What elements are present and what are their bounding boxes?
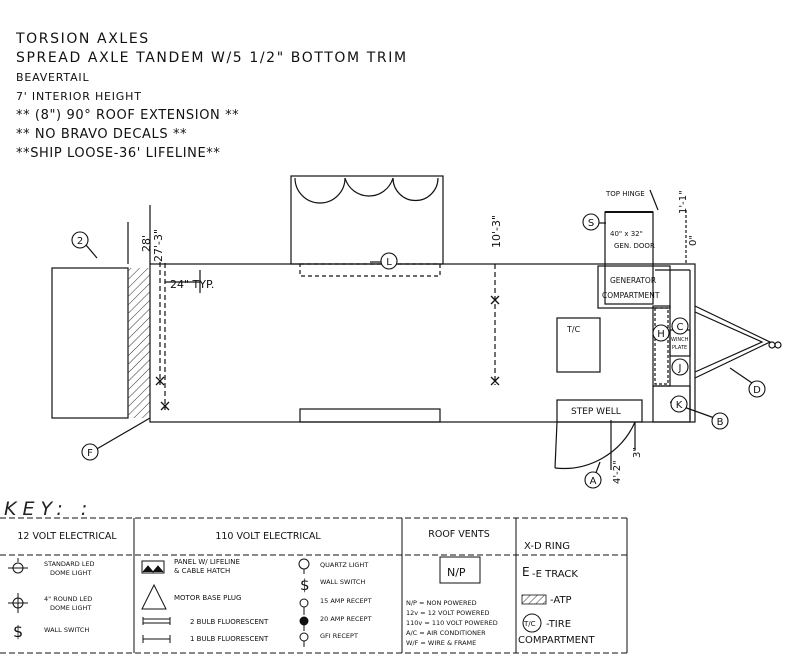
callout-s: S [588,218,594,229]
key-title: KEY: : [4,498,94,520]
one-bulb-fluorescent-icon [142,635,171,643]
callout-circles [71,213,766,489]
note-roof-extension: ** (8") 90° ROOF EXTENSION ** [16,108,240,123]
beavertail-hatch [128,268,150,418]
legend-standard-led-2: DOME LIGHT [50,569,91,577]
note-interior-height: 7' INTERIOR HEIGHT [16,90,142,103]
legend-standard-led: STANDARD LED [44,560,95,568]
roof-def-np: N/P = NON POWERED [406,599,477,607]
dim-4-2: 4'-2" [612,460,623,484]
legend-d-ring: X-D RING [524,541,570,552]
dim-overall-length: 28' [140,235,153,252]
roof-extension-arcs [294,177,439,204]
np-vent-icon [439,556,481,584]
d-ring-markers [155,295,500,411]
wall-switch-110v-icon: $ [300,576,310,594]
legend-tire-compartment: COMPARTMENT [518,635,595,646]
step-well-door-arc [554,421,636,470]
cabinet-k [652,385,691,423]
gen-door-label: GEN. DOOR [614,242,655,250]
notes-block: TORSION AXLES SPREAD AXLE TANDEM W/5 1/2… [16,30,408,163]
20-amp-recept-icon [299,616,309,626]
top-hinge-label: TOP HINGE [605,190,645,198]
legend-2-bulb: 2 BULB FLUORESCENT [190,618,269,626]
tongue-frame [694,305,772,379]
winch-plate-l1: WINCH [671,337,689,343]
legend-1-bulb: 1 BULB FLUORESCENT [190,635,269,643]
dim-0: 0" [688,235,699,246]
note-torsion-axles: TORSION AXLES [16,31,150,47]
callout-a: A [590,476,597,487]
step-well-label: STEP WELL [571,407,621,417]
header-12-volt: 12 VOLT ELECTRICAL [17,531,117,542]
quartz-light-icon [298,558,310,570]
tire-compartment [556,317,601,373]
roof-def-wf: W/F = WIRE & FRAME [406,639,476,647]
dim-1-1: 1'-1" [678,190,689,214]
callout-c: C [677,322,684,333]
note-spread-axle: SPREAD AXLE TANDEM W/5 1/2" BOTTOM TRIM [16,50,408,66]
legend-motor-base-plug: MOTOR BASE PLUG [174,594,241,602]
top-opening [299,263,441,277]
legend-round-led-2: DOME LIGHT [50,604,91,612]
tire-compartment-icon [522,613,542,633]
gen-door-size: 40" x 32" [610,230,643,238]
legend-tire: -TIRE [546,619,571,630]
legend-e-track: -E TRACK [532,569,578,580]
two-bulb-fluorescent-icon [142,617,171,625]
key-legend-table: 12 VOLT ELECTRICAL 110 VOLT ELECTRICAL R… [0,517,628,654]
tc-label: T/C [566,325,581,334]
15-amp-recept-icon [299,598,309,608]
dim-3: 3" [632,447,643,458]
header-110-volt: 110 VOLT ELECTRICAL [215,531,321,542]
roof-extension-box [290,175,444,265]
dim-typ: 24" TYP. [170,278,214,291]
legend-wall-switch-12: WALL SWITCH [44,626,89,634]
callout-2: 2 [77,236,83,247]
roof-def-110v: 110v = 110 VOLT POWERED [406,619,498,627]
dim-width: 10'-3" [490,215,503,248]
callout-h: H [657,329,665,340]
step-well [556,399,643,423]
legend-atp: -ATP [550,595,572,606]
callout-j: J [678,363,682,374]
trailer-body [149,263,696,423]
roof-def-12v: 12v = 12 VOLT POWERED [406,609,489,617]
tire-compartment-symbol: T/C [523,620,536,628]
gen-comp-line2: COMPARTMENT [602,291,660,300]
callout-b: B [717,417,724,428]
gen-comp-line1: GENERATOR [610,276,656,285]
callout-l: L [386,257,392,268]
panel-lifeline-icon [141,560,165,574]
callout-f: F [87,448,93,459]
note-beavertail: BEAVERTAIL [16,71,90,84]
note-ship-loose-lifeline: **SHIP LOOSE-36' LIFELINE** [16,146,221,161]
legend-gfi: GFI RECEPT [320,632,358,640]
e-track-icon: E [522,565,530,579]
cabinet-h-inner [654,307,669,385]
legend-20-amp: 20 AMP RECEPT [320,615,372,623]
wall-switch-12v-icon: $ [13,622,23,641]
legend-quartz-light: QUARTZ LIGHT [320,561,368,569]
winch-plate-l2: PLATE [672,345,687,351]
motor-base-plug-icon [141,583,167,610]
callout-k: K [676,400,683,411]
legend-round-led: 4" ROUND LED [44,595,92,603]
side-door [299,408,441,423]
generator-compartment [597,265,671,309]
atp-icon [521,594,547,605]
callout-d: D [753,385,761,396]
gfi-recept-icon [299,632,309,642]
roof-def-ac: A/C = AIR CONDITIONER [406,629,486,637]
beavertail-outline [51,267,129,419]
legend-wall-switch-110: WALL SWITCH [320,578,365,586]
note-no-bravo-decals: ** NO BRAVO DECALS ** [16,127,188,142]
np-vent-label: N/P [447,566,466,579]
header-roof-vents: ROOF VENTS [428,529,489,540]
legend-15-amp: 15 AMP RECEPT [320,597,372,605]
dim-interior-length: 27'-3" [152,229,165,262]
legend-panel-lifeline: PANEL W/ LIFELINE [174,558,240,566]
legend-panel-lifeline-2: & CABLE HATCH [174,567,230,575]
trailer-floor-plan: 2 L S H C J K B D F A 28' 27'-3" 10'-3" … [51,175,782,489]
